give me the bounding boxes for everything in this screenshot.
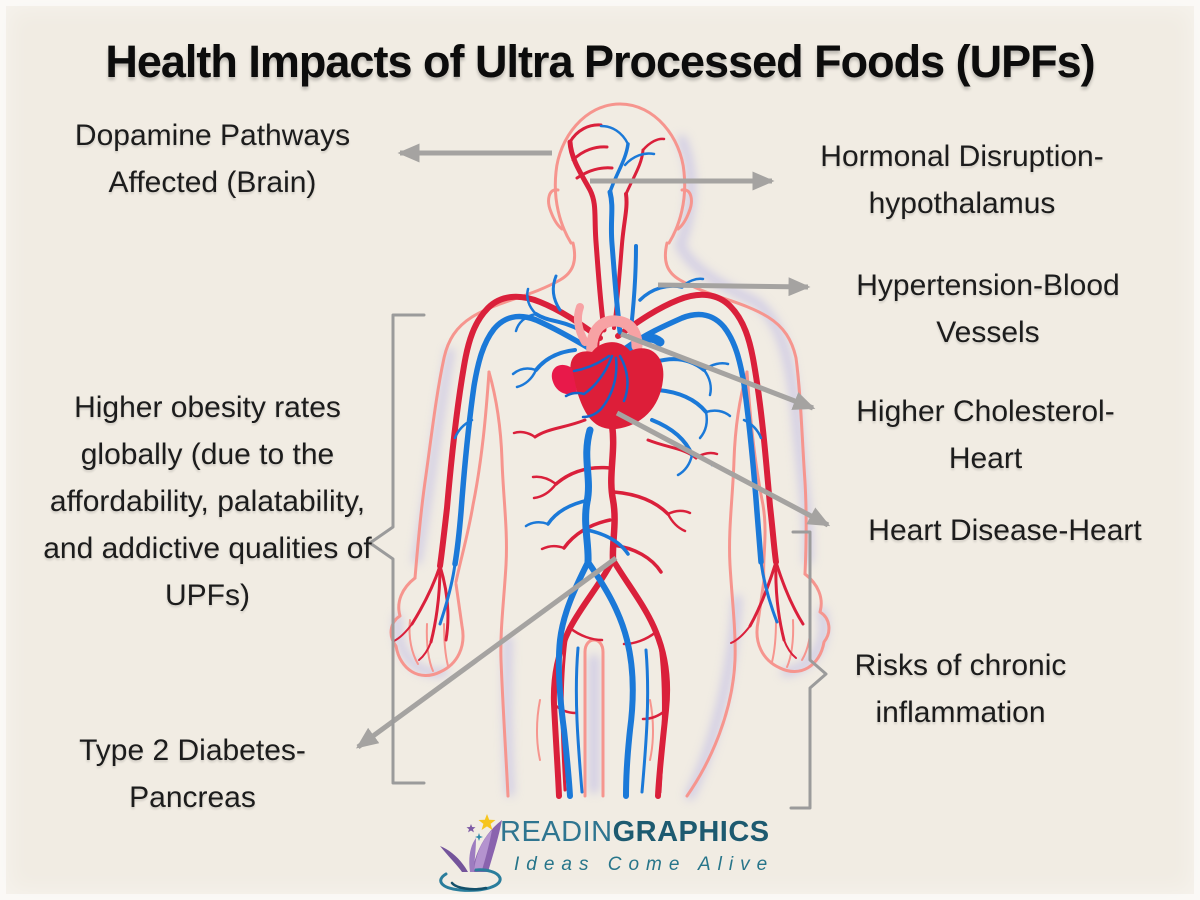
label-higher-obesity: Higher obesity rates globally (due to th… [43, 391, 372, 612]
brand-tagline: Ideas Come Alive [514, 854, 775, 875]
annotation-arrows [355, 143, 831, 750]
readingraphics-logo: READINGRAPHICS Ideas Come Alive [432, 808, 792, 894]
label-hypertension: Hypertension-Blood Vessels [856, 269, 1120, 349]
label-dopamine-pathways: Dopamine Pathways Affected (Brain) [74, 119, 351, 199]
page-title: Health Impacts of Ultra Processed Foods … [105, 36, 1095, 87]
arrow-hypertension [657, 277, 811, 297]
brand-name-regular: READIN [500, 816, 613, 848]
logo-text: READINGRAPHICS Ideas Come Alive [500, 816, 774, 876]
bracket-obesity [368, 313, 426, 785]
label-chronic-inflammation: Risks of chronic inflammation [854, 649, 1067, 729]
bracket-inflammation [789, 530, 828, 810]
heart [551, 303, 665, 430]
label-type2-diabetes: Type 2 Diabetes-Pancreas [79, 734, 306, 814]
label-higher-cholesterol: Higher Cholesterol-Heart [856, 395, 1115, 475]
label-heart-disease: Heart Disease-Heart [868, 514, 1142, 547]
logo-mark-icon [439, 814, 502, 892]
arrow-cholesterol [620, 331, 816, 411]
annotation-brackets [368, 313, 828, 810]
label-hormonal-disruption: Hormonal Disruption-hypothalamus [820, 140, 1104, 220]
brand-name-bold: GRAPHICS [612, 816, 770, 848]
arrow-heart-disease [615, 410, 831, 528]
arrow-diabetes [355, 555, 618, 750]
veins [438, 124, 779, 799]
body-outline [389, 102, 831, 798]
brand-name: READINGRAPHICS [500, 816, 774, 849]
